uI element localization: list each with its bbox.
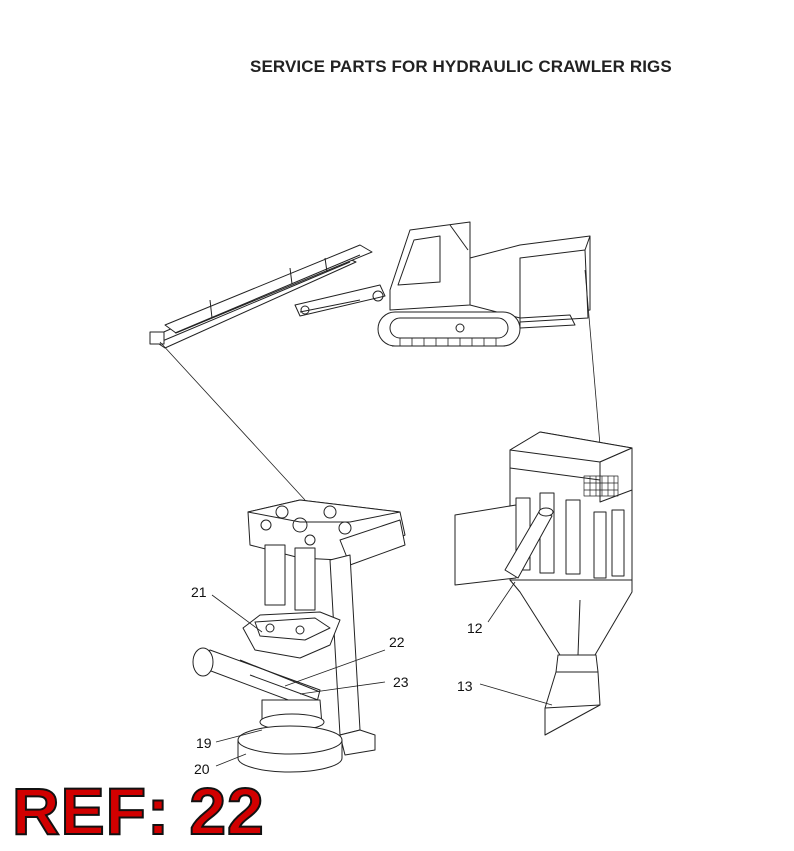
- callout-22: 22: [389, 634, 405, 650]
- callout-13: 13: [457, 678, 473, 694]
- rotation-unit-drawing: [192, 499, 406, 773]
- dust-collector-drawing: [454, 431, 633, 736]
- callout-21: 21: [191, 584, 207, 600]
- callout-19: 19: [196, 735, 212, 751]
- page-title: SERVICE PARTS FOR HYDRAULIC CRAWLER RIGS: [250, 57, 672, 76]
- callout-12: 12: [467, 620, 483, 636]
- reference-label: REF: 22: [11, 774, 265, 848]
- callout-20: 20: [194, 761, 210, 777]
- crawler-rig-drawing: [149, 221, 591, 349]
- callout-23: 23: [393, 674, 409, 690]
